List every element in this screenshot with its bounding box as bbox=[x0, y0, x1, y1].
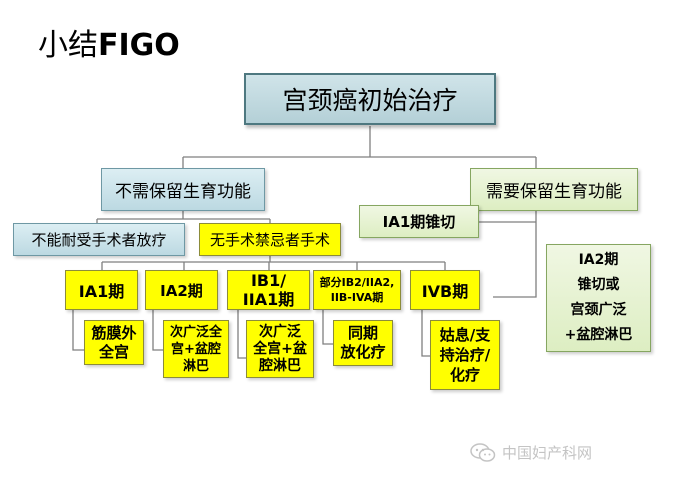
radiotherapy-node: 不能耐受手术者放疗 bbox=[13, 223, 185, 256]
no-fertility-node: 不需保留生育功能 bbox=[101, 168, 265, 211]
wechat-icon bbox=[470, 442, 496, 462]
title-suffix: FIGO bbox=[98, 28, 180, 63]
treatment-ia2: 次广泛全 宫+盆腔 淋巴 bbox=[163, 320, 229, 378]
fertility-node: 需要保留生育功能 bbox=[470, 168, 638, 211]
stage-ib1-iia1: IB1/ IIA1期 bbox=[227, 270, 310, 310]
surgery-node: 无手术禁忌者手术 bbox=[199, 223, 341, 256]
watermark: 中国妇产科网 bbox=[470, 442, 592, 463]
page-title: 小结FIGO bbox=[38, 28, 180, 64]
treatment-chemoradiation: 同期 放化疗 bbox=[333, 320, 393, 366]
root-node: 宫颈癌初始治疗 bbox=[244, 73, 496, 125]
connector-surgery bbox=[101, 256, 446, 270]
stage-ia2: IA2期 bbox=[145, 270, 218, 310]
connector-root bbox=[182, 126, 537, 168]
stage-ia1: IA1期 bbox=[65, 270, 138, 310]
connector-stages bbox=[72, 310, 430, 359]
treatment-ia1: 筋膜外 全宫 bbox=[84, 320, 144, 365]
stage-ivb: IVB期 bbox=[410, 270, 480, 310]
ia1-conization-node: IA1期锥切 bbox=[359, 205, 479, 238]
title-prefix: 小结 bbox=[38, 28, 98, 63]
treatment-palliative: 姑息/支 持治疗/ 化疗 bbox=[430, 320, 500, 390]
watermark-text: 中国妇产科网 bbox=[502, 444, 593, 462]
connector-no-fertility bbox=[96, 211, 271, 223]
treatment-ib1-iia1: 次广泛 全宫+盆 腔淋巴 bbox=[246, 320, 314, 378]
stage-ib2-iva: 部分IB2/IIA2, IIB-IVA期 bbox=[313, 270, 401, 310]
ia2-fertility-node: IA2期 锥切或 宫颈广泛 +盆腔淋巴 bbox=[546, 244, 651, 352]
